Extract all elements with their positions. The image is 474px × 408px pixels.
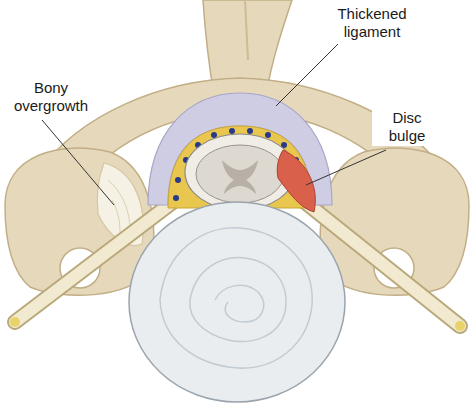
part-label: Disc bulge: [372, 108, 442, 146]
part-label: Bony overgrowth: [4, 78, 98, 116]
part-label: Thickened ligament: [322, 4, 422, 42]
